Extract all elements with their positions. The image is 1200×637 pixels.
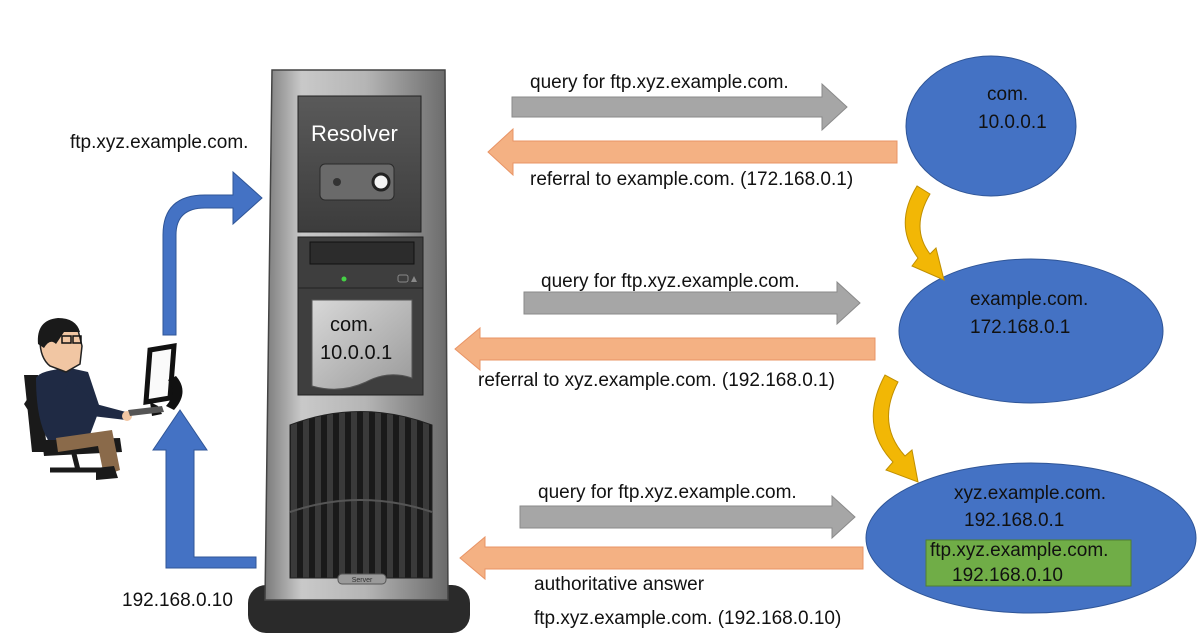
server-badge [337, 573, 387, 585]
glasses-icon [61, 335, 72, 344]
reply-label-xyz-record: ftp.xyz.example.com. (192.168.0.10) [534, 608, 842, 629]
chair-leg [50, 453, 106, 473]
resolver-slot [319, 163, 395, 201]
eject-slot-icon [397, 274, 409, 283]
client-answer-arrow [152, 409, 257, 569]
server-node-com [905, 55, 1077, 197]
server-name-xyz: xyz.example.com. [954, 483, 1107, 504]
query-arrow-xyz [519, 494, 856, 540]
cache-ip: 10.0.0.1 [320, 342, 393, 364]
cache-panel [311, 299, 413, 390]
record-ip: 192.168.0.10 [952, 565, 1063, 586]
client-ip: 192.168.0.10 [122, 590, 233, 611]
server-name-com: com. [987, 84, 1029, 105]
delegation-arrow-com-to-example [904, 185, 945, 281]
drive-led-icon [341, 276, 347, 282]
reply-label-com: referral to example.com. (172.168.0.1) [530, 169, 854, 190]
power-button-icon [371, 172, 391, 192]
client-query-name: ftp.xyz.example.com. [70, 132, 249, 153]
server-ip-example: 172.168.0.1 [970, 317, 1071, 338]
led-icon [333, 178, 341, 186]
cable [166, 376, 183, 410]
query-label-xyz: query for ftp.xyz.example.com. [538, 482, 797, 503]
server-ip-com: 10.0.0.1 [978, 112, 1047, 133]
record-name: ftp.xyz.example.com. [930, 540, 1109, 561]
query-label-example: query for ftp.xyz.example.com. [541, 271, 800, 292]
server-ip-xyz: 192.168.0.1 [964, 510, 1065, 531]
user-torso [36, 368, 100, 440]
server-name-example: example.com. [970, 289, 1089, 310]
reply-label-xyz: authoritative answer [534, 574, 705, 595]
reply-label-example: referral to xyz.example.com. (192.168.0.… [478, 370, 835, 391]
reply-arrow-com [487, 127, 898, 177]
server-grille [289, 411, 433, 579]
optical-drive [309, 241, 415, 265]
user-arm [64, 378, 126, 420]
server-node-example [898, 258, 1164, 404]
resolver-server: Server [248, 69, 470, 633]
server-badge-label: Server [352, 577, 373, 584]
reply-arrow-xyz [459, 535, 864, 581]
user-at-computer [24, 318, 183, 480]
eject-icon [411, 276, 417, 282]
query-label-com: query for ftp.xyz.example.com. [530, 72, 789, 93]
record-box [925, 539, 1132, 587]
resolver-title: Resolver [311, 121, 398, 146]
user-legs [56, 430, 120, 476]
query-arrow-com [511, 82, 848, 132]
reply-arrow-example [454, 326, 876, 372]
grille-divider [289, 499, 433, 513]
client-query-arrow [162, 170, 263, 336]
query-arrow-example [523, 280, 861, 326]
delegation-arrow-example-to-xyz [872, 374, 919, 483]
monitor [143, 343, 177, 405]
user-hair [37, 318, 80, 348]
keyboard [128, 406, 164, 416]
cache-name: com. [330, 314, 374, 336]
user-shoe [96, 466, 118, 480]
